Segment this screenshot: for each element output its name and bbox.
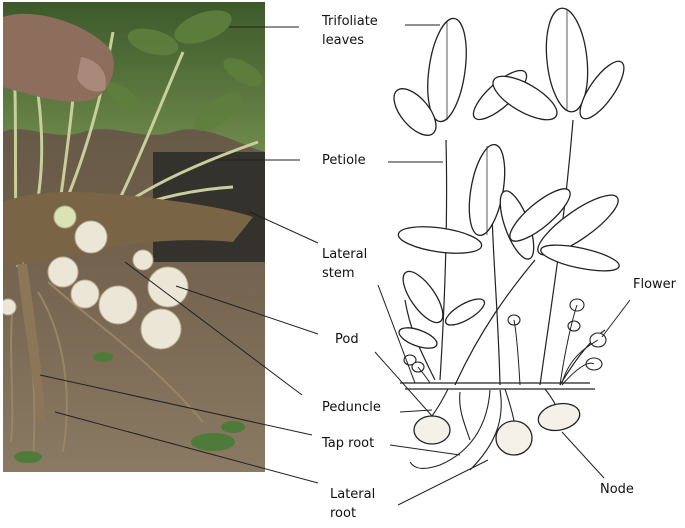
stem-main-left xyxy=(440,140,447,380)
leader-pod-drawing xyxy=(375,352,432,416)
leader-tap-root-photo xyxy=(40,375,312,435)
label-lateral-stem-line2: stem xyxy=(322,264,367,283)
label-pod: Pod xyxy=(335,330,359,349)
leader-lateral-stem-photo xyxy=(250,212,318,243)
label-lateral-stem: Lateral stem xyxy=(322,245,367,283)
label-lateral-root: Lateral root xyxy=(330,485,375,523)
leader-tap-root-drawing xyxy=(390,445,460,455)
label-lateral-root-line1: Lateral xyxy=(330,485,375,504)
label-flower: Flower xyxy=(633,275,676,294)
label-peduncle-text: Peduncle xyxy=(322,398,381,417)
label-node-text: Node xyxy=(600,480,634,499)
label-trifoliate-line2: leaves xyxy=(322,31,378,50)
leader-pod-photo xyxy=(176,286,318,334)
leader-flower xyxy=(602,300,630,337)
label-lateral-root-line2: root xyxy=(330,504,375,523)
ground-line xyxy=(400,383,595,389)
label-trifoliate-leaves: Trifoliate leaves xyxy=(322,12,378,50)
leader-peduncle-photo xyxy=(125,262,302,395)
trifoliate-leaves-drawing xyxy=(386,6,631,352)
leader-node xyxy=(562,432,604,478)
label-flower-text: Flower xyxy=(633,275,676,294)
label-tap-root: Tap root xyxy=(322,434,374,453)
label-node: Node xyxy=(600,480,634,499)
leader-lateral-root-drawing xyxy=(398,460,488,505)
label-trifoliate-line1: Trifoliate xyxy=(322,12,378,31)
label-petiole: Petiole xyxy=(322,151,366,170)
label-tap-root-text: Tap root xyxy=(322,434,374,453)
label-lateral-stem-line1: Lateral xyxy=(322,245,367,264)
label-petiole-text: Petiole xyxy=(322,151,366,170)
label-peduncle: Peduncle xyxy=(322,398,381,417)
label-pod-text: Pod xyxy=(335,330,359,349)
leader-lateral-root-photo xyxy=(55,412,318,483)
